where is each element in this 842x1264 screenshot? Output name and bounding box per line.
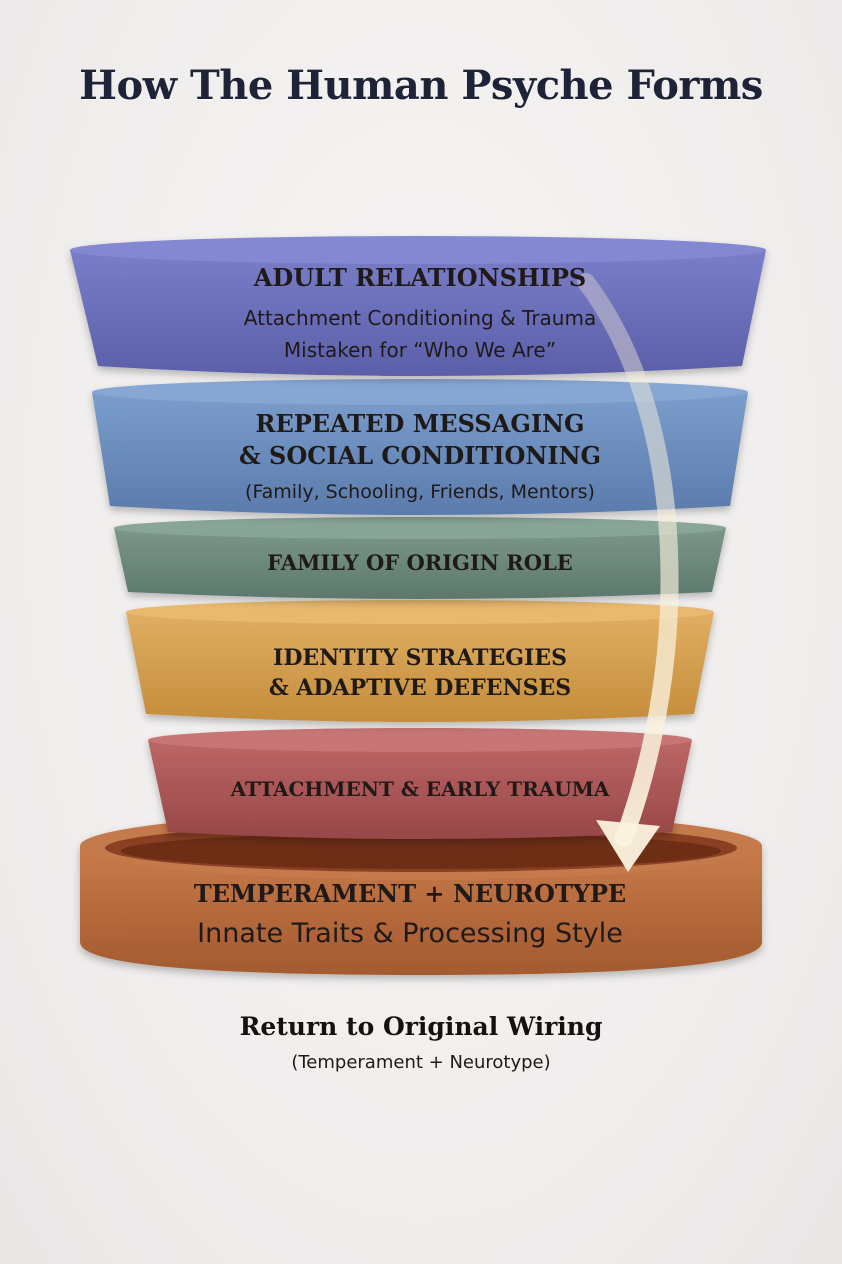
layer-2-heading-line-1: REPEATED MESSAGING [255,409,585,438]
layer-3-heading: FAMILY OF ORIGIN ROLE [267,550,573,575]
return-arrow-icon [577,273,679,872]
page-title: How The Human Psyche Forms [79,62,763,109]
footer-subtitle: (Temperament + Neurotype) [291,1052,551,1073]
base-line-1: Innate Traits & Processing Style [197,918,623,949]
layer-4-heading-line-1: IDENTITY STRATEGIES [273,645,567,671]
layer-family-of-origin-role [114,517,726,599]
layer-attachment-early-trauma [148,728,692,839]
base-heading: TEMPERAMENT + NEUROTYPE [193,879,627,908]
layer-5-heading: ATTACHMENT & EARLY TRAUMA [230,777,610,801]
layer-adult-relationships [70,236,766,376]
layer-2-heading-line-2: & SOCIAL CONDITIONING [238,441,601,470]
layer-1-line-1: Attachment Conditioning & Trauma [243,306,597,330]
footer-title: Return to Original Wiring [239,1012,603,1041]
layer-1-line-2: Mistaken for “Who We Are” [283,338,557,362]
layer-2-line-1: (Family, Schooling, Friends, Mentors) [245,481,595,503]
layer-repeated-messaging [92,379,748,515]
layer-1-heading: ADULT RELATIONSHIPS [253,263,587,292]
layer-4-heading-line-2: & ADAPTIVE DEFENSES [268,675,572,701]
layer-identity-strategies [126,600,714,722]
